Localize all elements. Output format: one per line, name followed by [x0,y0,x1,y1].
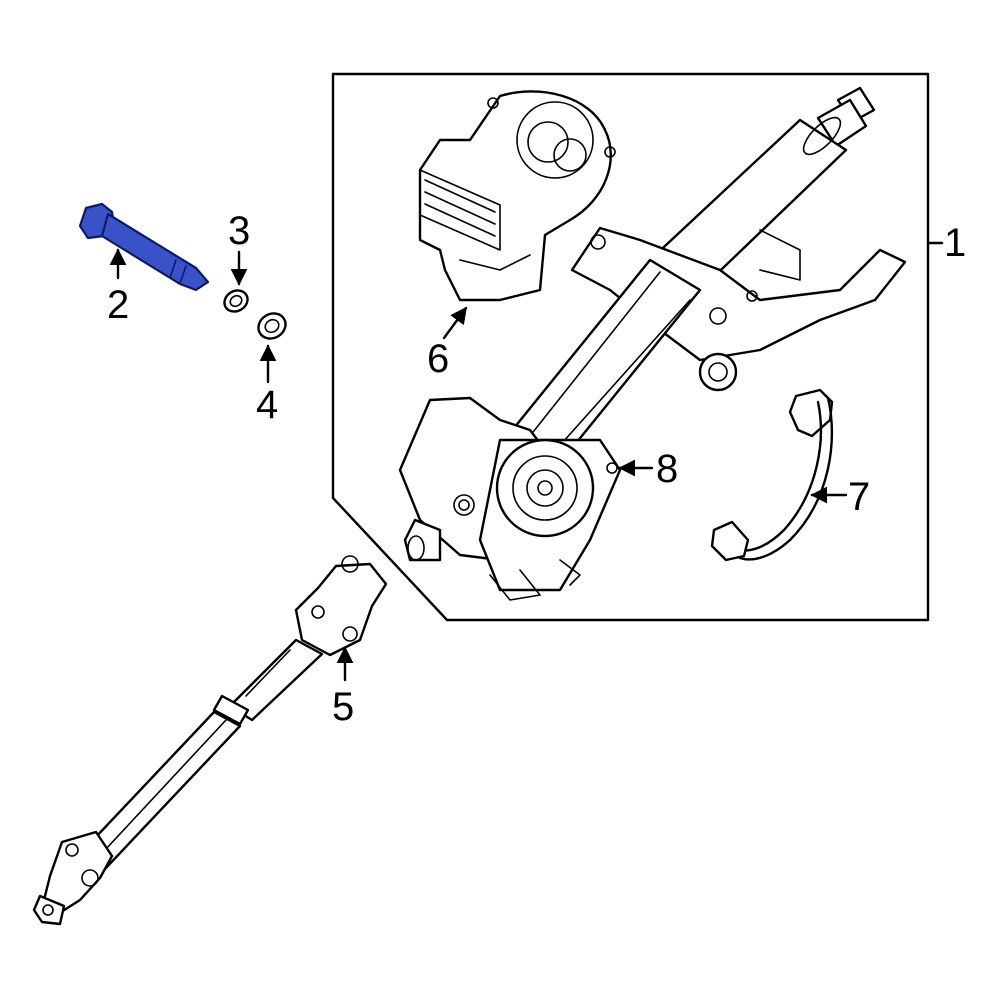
lock-washer-part-3[interactable] [221,286,252,315]
callout-6: 6 [427,337,449,381]
flat-washer-part-4[interactable] [254,309,290,344]
callout-2: 2 [107,283,129,327]
callout-5: 5 [332,685,354,729]
assembly-box [331,72,930,622]
callout-4: 4 [256,383,278,427]
steering-column-part-1[interactable] [398,86,907,601]
harness-clip-part-7[interactable] [710,388,834,562]
bolt-part-2[interactable] [78,202,210,292]
intermediate-shaft-part-5[interactable] [32,555,388,926]
callout-3: 3 [228,209,250,253]
leader-arrow-6 [442,306,468,340]
callout-7: 7 [848,475,870,519]
callout-8: 8 [656,447,678,491]
lock-module-part-6[interactable] [418,90,616,302]
callout-1: 1 [944,221,966,265]
